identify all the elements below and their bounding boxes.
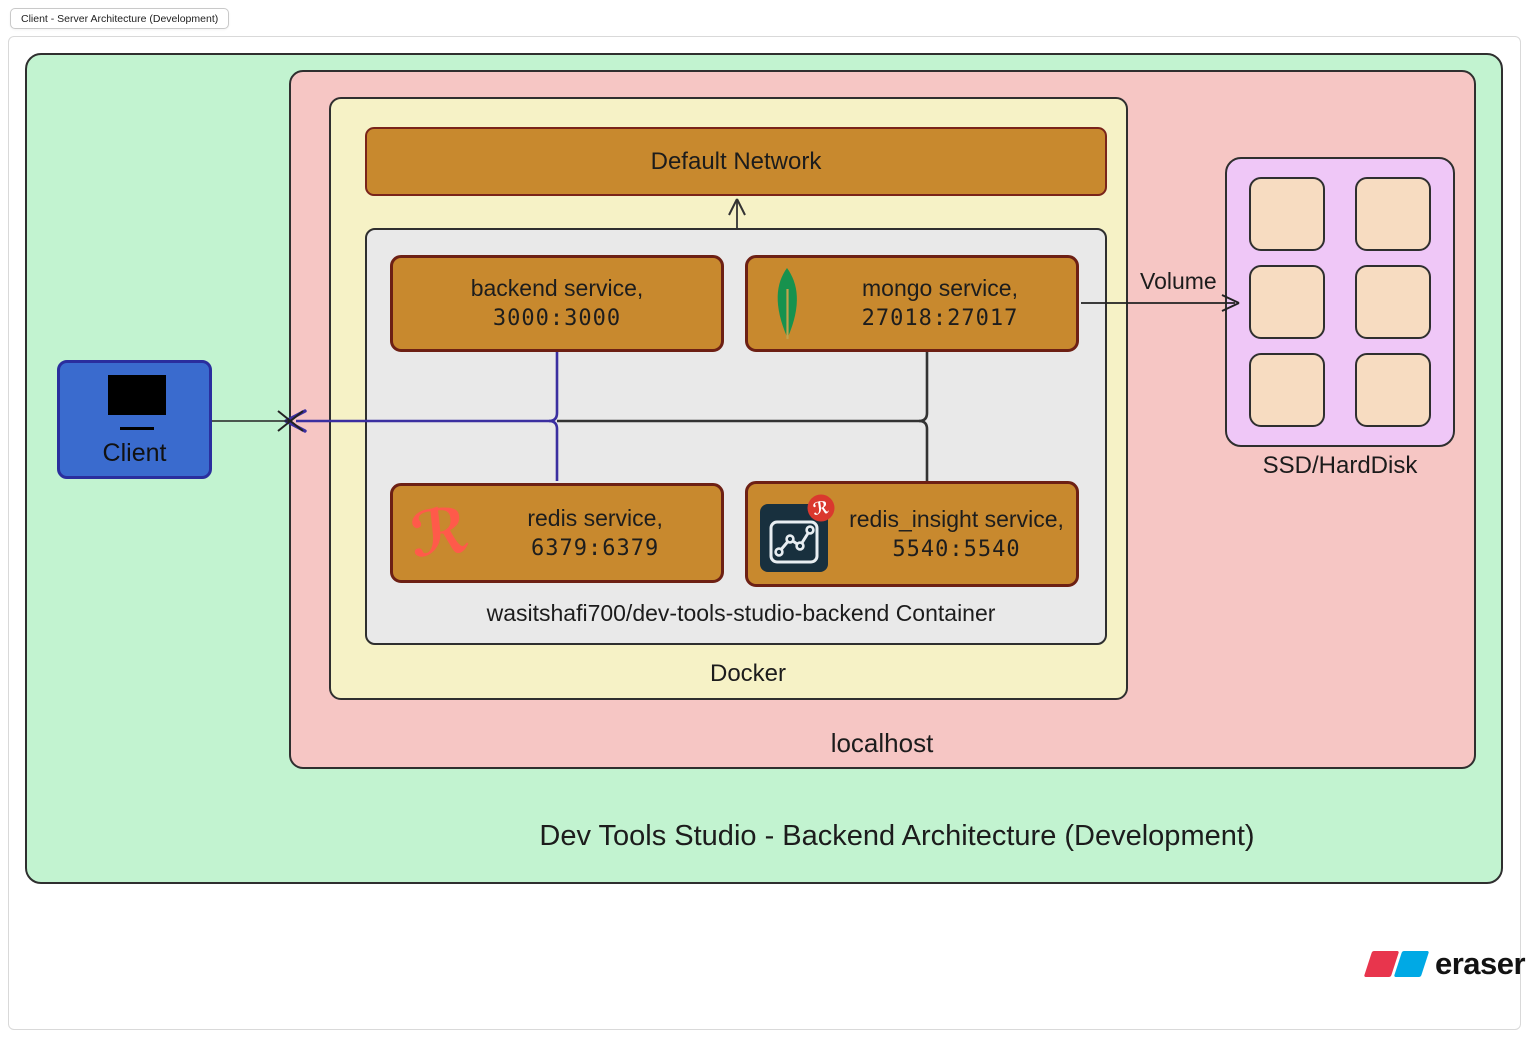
monitor-icon: [108, 375, 166, 415]
redis-insight-service-label: redis_insight service,: [849, 505, 1064, 532]
redis-service-label: redis service,: [527, 504, 663, 531]
backend-service-node[interactable]: backend service, 3000:3000: [390, 255, 724, 352]
backend-service-label: backend service,: [470, 275, 644, 301]
eraser-logo-text: eraser: [1435, 946, 1526, 981]
disk-cell: [1249, 353, 1325, 427]
disk-cell: [1355, 177, 1431, 251]
storage-node[interactable]: [1225, 157, 1455, 447]
redis-insight-icon: ℛ: [760, 494, 835, 572]
diagram-title: Dev Tools Studio - Backend Architecture …: [539, 820, 1255, 852]
eraser-logo-blue-shape: [1393, 951, 1430, 977]
localhost-label: localhost: [830, 728, 934, 758]
redis-service-node[interactable]: ℛ redis service, 6379:6379: [390, 483, 724, 583]
redis-icon: ℛ: [407, 493, 473, 572]
disk-cell: [1249, 177, 1325, 251]
default-network-label: Default Network: [650, 147, 822, 175]
svg-text:ℛ: ℛ: [812, 498, 831, 520]
disk-cell: [1249, 265, 1325, 339]
mongo-service-node[interactable]: mongo service, 27018:27017: [745, 255, 1079, 352]
container-label: wasitshafi700/dev-tools-studio-backend C…: [486, 600, 996, 626]
mongo-service-ports: 27018:27017: [861, 306, 1019, 332]
redis-service-ports: 6379:6379: [530, 535, 660, 561]
volume-edge-label: Volume: [1140, 268, 1217, 294]
mongodb-leaf-icon: [777, 267, 797, 339]
redis-insight-service-node[interactable]: ℛ redis_insight service, 5540:5540: [745, 481, 1079, 587]
monitor-stand-icon: [120, 427, 154, 430]
backend-service-ports: 3000:3000: [492, 306, 622, 332]
default-network-node[interactable]: Default Network: [365, 127, 1107, 196]
storage-label: SSD/HardDisk: [1262, 452, 1418, 479]
mongo-service-label: mongo service,: [862, 275, 1018, 301]
disk-cell: [1355, 353, 1431, 427]
client-node[interactable]: Client: [57, 360, 212, 479]
docker-label: Docker: [709, 660, 787, 687]
diagram-tab[interactable]: Client - Server Architecture (Developmen…: [10, 8, 230, 29]
eraser-logo[interactable]: eraser: [1363, 946, 1526, 982]
client-label: Client: [102, 439, 167, 467]
redis-insight-service-ports: 5540:5540: [892, 536, 1021, 562]
disk-cell: [1355, 265, 1431, 339]
